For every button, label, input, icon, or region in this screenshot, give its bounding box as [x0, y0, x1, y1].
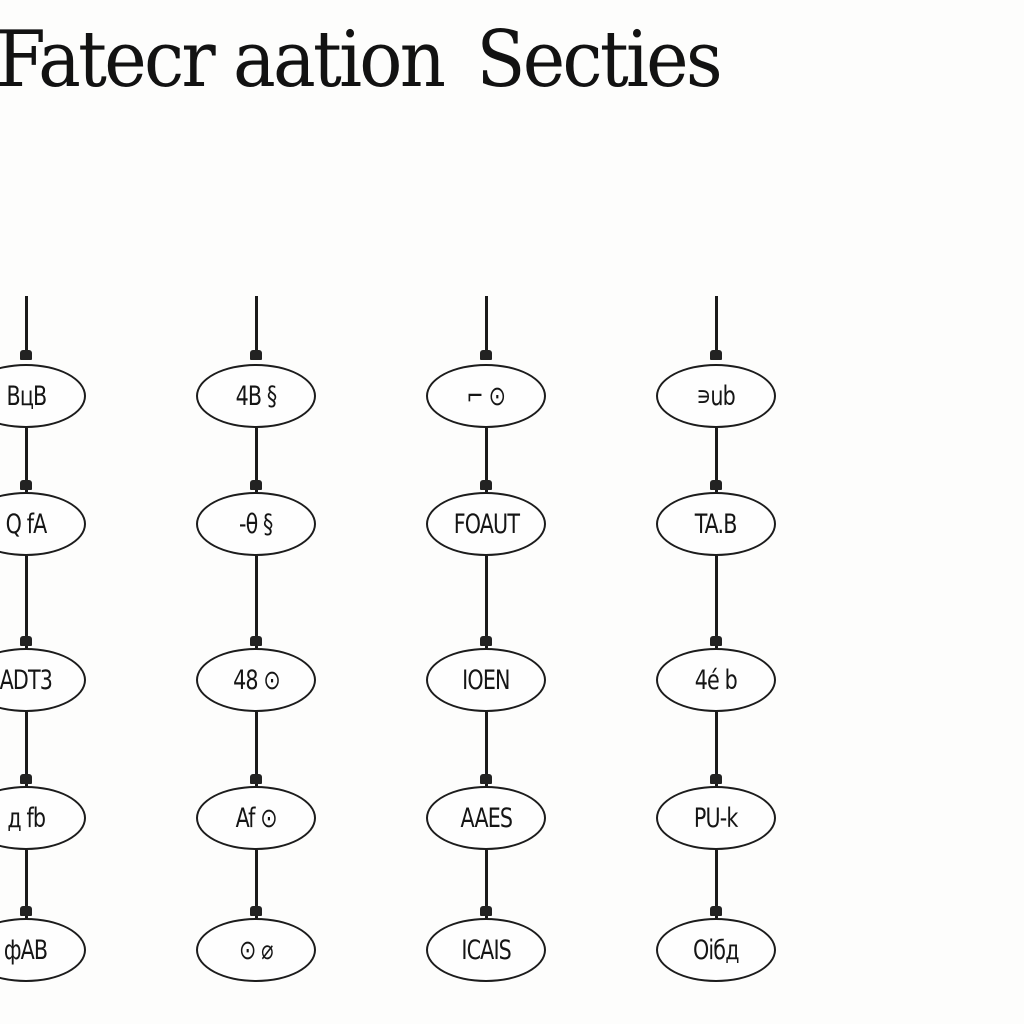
- node-label: ∍ub: [696, 380, 736, 412]
- connector-wire: [714, 850, 718, 918]
- connector-wire: [24, 712, 28, 786]
- connector-wire: [714, 712, 718, 786]
- diagram-node: PU-k: [656, 786, 776, 850]
- diagram-node: Q fA: [0, 492, 86, 556]
- connector-wire: [254, 850, 258, 918]
- diagram-node: 4B §: [196, 364, 316, 428]
- node-label: BцB: [6, 380, 47, 412]
- connector-joint: [20, 480, 32, 490]
- diagram-node: ∍ub: [656, 364, 776, 428]
- connector-joint: [250, 480, 262, 490]
- diagram-node: 48 ⊙: [196, 648, 316, 712]
- connector-wire: [484, 850, 488, 918]
- connector-wire: [24, 428, 28, 492]
- connector-joint: [480, 480, 492, 490]
- diagram-node: ⊙ ⌀: [196, 918, 316, 982]
- diagram-node: IOEN: [426, 648, 546, 712]
- connector-joint: [20, 774, 32, 784]
- connector-joint: [710, 774, 722, 784]
- connector-joint: [20, 906, 32, 916]
- node-label: FOAUT: [453, 508, 519, 540]
- diagram-node: AAES: [426, 786, 546, 850]
- node-label: 4é b: [694, 664, 738, 696]
- connector-joint: [480, 350, 492, 360]
- title-word-2: Secties: [476, 15, 722, 105]
- diagram-node: ICAIS: [426, 918, 546, 982]
- connector-wire: [714, 296, 718, 360]
- connector-joint: [480, 774, 492, 784]
- connector-wire: [484, 556, 488, 648]
- connector-wire: [254, 428, 258, 492]
- connector-wire: [254, 296, 258, 360]
- diagram-column: 4B § -θ § 48 ⊙ Af ⊙ ⊙ ⌀: [186, 296, 326, 1006]
- connector-wire: [484, 296, 488, 360]
- diagram-node: FOAUT: [426, 492, 546, 556]
- connector-joint: [710, 480, 722, 490]
- diagram-node: фAB: [0, 918, 86, 982]
- diagram-node: TA.B: [656, 492, 776, 556]
- connector-joint: [250, 906, 262, 916]
- connector-joint: [710, 906, 722, 916]
- diagram-node: ADT3: [0, 648, 86, 712]
- diagram-column: BцB Q fA ADT3 д fb фAB: [0, 296, 96, 1006]
- diagram-node: Af ⊙: [196, 786, 316, 850]
- node-label: ⊙ ⌀: [239, 934, 274, 966]
- node-label: ⌐ ⊙: [466, 380, 506, 412]
- diagram-node: д fb: [0, 786, 86, 850]
- node-label: д fb: [7, 802, 46, 834]
- title-word-1: Fatecr aation: [0, 15, 446, 105]
- node-label: Af ⊙: [235, 802, 277, 834]
- connector-joint: [250, 774, 262, 784]
- connector-joint: [20, 636, 32, 646]
- page-title: Fatecr aation Secties: [0, 14, 723, 106]
- diagram-node: 4é b: [656, 648, 776, 712]
- node-label: PU-k: [694, 802, 738, 834]
- connector-joint: [250, 636, 262, 646]
- connector-wire: [714, 556, 718, 648]
- node-label: TA.B: [695, 508, 738, 540]
- node-label: Oiбд: [693, 934, 739, 966]
- node-label: ADT3: [0, 664, 53, 696]
- connector-wire: [484, 428, 488, 492]
- connector-wire: [714, 428, 718, 492]
- connector-wire: [254, 556, 258, 648]
- connector-wire: [24, 296, 28, 360]
- diagram-node: Oiбд: [656, 918, 776, 982]
- diagram-column: ⌐ ⊙ FOAUT IOEN AAES ICAIS: [416, 296, 556, 1006]
- node-label: 4B §: [235, 380, 278, 412]
- node-label: фAB: [4, 934, 48, 966]
- connector-joint: [480, 636, 492, 646]
- connector-joint: [250, 350, 262, 360]
- node-label: Q fA: [5, 508, 48, 540]
- connector-wire: [24, 556, 28, 648]
- diagram-node: -θ §: [196, 492, 316, 556]
- diagram-node: ⌐ ⊙: [426, 364, 546, 428]
- diagram-node: BцB: [0, 364, 86, 428]
- connector-joint: [710, 636, 722, 646]
- node-label: 48 ⊙: [232, 664, 281, 696]
- node-label: -θ §: [239, 508, 273, 540]
- connector-joint: [20, 350, 32, 360]
- node-label: AAES: [460, 802, 512, 834]
- connector-joint: [710, 350, 722, 360]
- connector-wire: [484, 712, 488, 786]
- connector-joint: [480, 906, 492, 916]
- connector-wire: [24, 850, 28, 918]
- connector-wire: [254, 712, 258, 786]
- node-label: IOEN: [462, 664, 510, 696]
- node-label: ICAIS: [461, 934, 511, 966]
